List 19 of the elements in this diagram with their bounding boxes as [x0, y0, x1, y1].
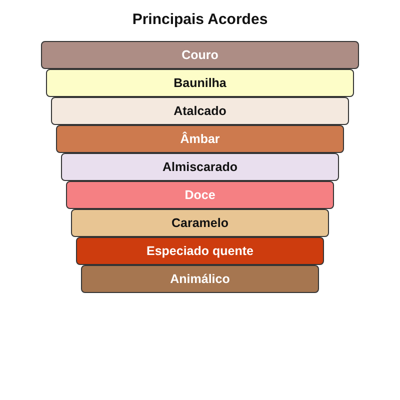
bar-label: Âmbar	[180, 131, 220, 147]
stacked-bar	[71, 209, 329, 237]
bar-label: Animálico	[170, 271, 230, 287]
stacked-bar	[81, 265, 319, 293]
bar-label: Atalcado	[174, 103, 226, 119]
bar-label: Caramelo	[172, 215, 228, 231]
bar-label: Almiscarado	[162, 159, 238, 175]
stacked-bar	[41, 41, 359, 69]
bar-label: Couro	[182, 47, 218, 63]
stacked-bar	[46, 69, 354, 97]
stacked-bar	[76, 237, 324, 265]
stacked-bar	[61, 153, 339, 181]
stacked-bar	[56, 125, 344, 153]
stacked-bar	[66, 181, 334, 209]
stacked-bar	[51, 97, 349, 125]
bar-label: Doce	[184, 187, 216, 203]
chart-title: Principais Acordes	[132, 10, 268, 30]
bar-label: Baunilha	[174, 75, 226, 91]
bar-label: Especiado quente	[146, 243, 254, 259]
